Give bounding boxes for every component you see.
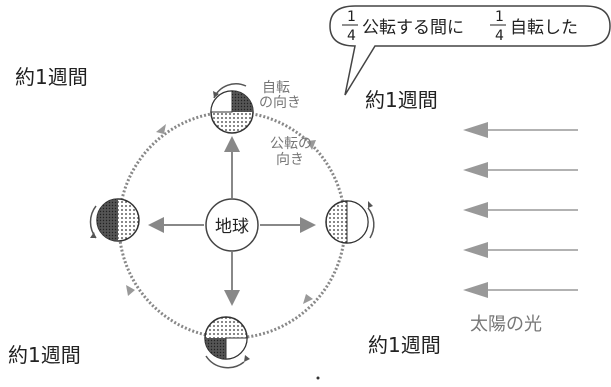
sunlight-label: 太陽の光 <box>470 314 542 335</box>
moon-top <box>210 83 254 134</box>
moon-left <box>89 198 140 242</box>
week-label-top-right: 約1週間 <box>365 88 438 112</box>
callout-text: 1 4 公転する間に 1 4 自転した <box>342 9 578 44</box>
callout-mid-text: 公転する間に <box>362 18 464 38</box>
week-label-top-left: 約1週間 <box>15 65 88 89</box>
callout-frac1-num: 1 <box>347 9 356 25</box>
callout-end-text: 自転した <box>510 18 578 38</box>
moon-bottom <box>204 316 250 369</box>
rotation-dir-line1: 自転 <box>262 80 290 96</box>
rotation-dir-line2: の向き <box>259 95 301 111</box>
week-label-bottom-left: 約1週間 <box>8 343 81 367</box>
callout-frac2-num: 1 <box>495 9 504 25</box>
callout-frac2-den: 4 <box>495 28 504 44</box>
revolution-dir-line2: 向き <box>276 152 304 168</box>
stray-dot <box>316 376 320 380</box>
moon-right <box>325 200 375 244</box>
revolution-dir-line1: 公転の <box>270 136 312 152</box>
earth-label: 地球 <box>215 217 249 237</box>
sunlight-arrows <box>463 122 578 298</box>
callout-bubble <box>329 5 611 96</box>
week-label-bottom-right: 約1週間 <box>368 333 441 357</box>
orbit-direction-arrows <box>126 124 316 304</box>
earth-arrows <box>148 136 316 306</box>
earth-circle <box>205 198 259 252</box>
callout-frac1-den: 4 <box>347 28 356 44</box>
